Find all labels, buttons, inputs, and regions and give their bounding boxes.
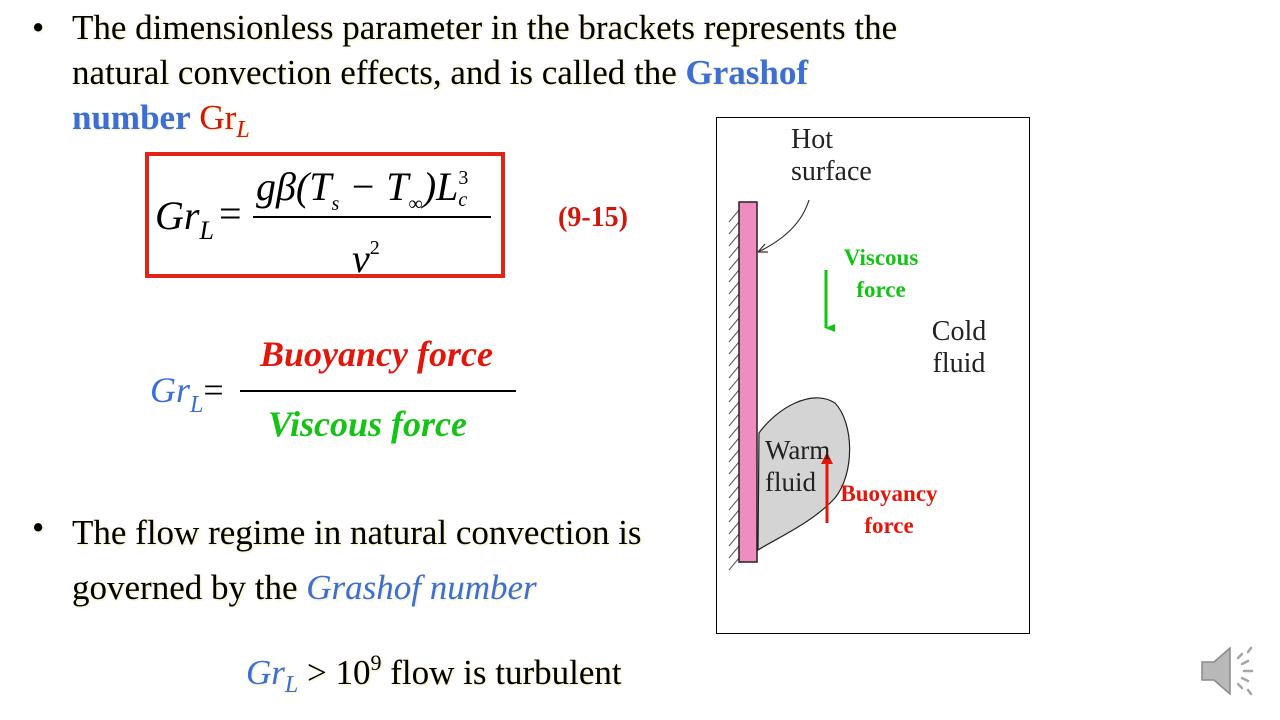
criterion-text: flow is turbulent (381, 653, 622, 692)
bullet-1-text: The dimensionless parameter in the brack… (72, 5, 1032, 153)
ratio-lhs-main: Gr (150, 370, 191, 410)
speaker-icon[interactable] (1198, 640, 1264, 702)
bullet-2-line-2: governed by the Grashof number (72, 560, 712, 615)
bullet-2-line-1: The flow regime in natural convection is (72, 513, 642, 552)
gr-symbol-sub: L (236, 117, 250, 143)
equation-lhs: GrL (155, 194, 214, 253)
buoyancy-force-label-line-2: force (864, 513, 914, 538)
ratio-lhs: GrL= (150, 370, 224, 425)
grashof-equation-box (145, 152, 505, 278)
bullet-marker-1: • (32, 8, 45, 47)
figure-drawing (728, 199, 851, 571)
equation-denominator: ν2 (352, 226, 380, 281)
hot-surface-label: Hot surface (791, 124, 872, 188)
equation-fraction-line (253, 216, 491, 218)
equation-number: (9-15) (558, 202, 628, 233)
equation-num-minus: − T (339, 164, 409, 209)
buoyancy-force-label: Buoyancy force (835, 478, 943, 542)
equation-lhs-main: Gr (155, 193, 200, 238)
bullet-1-line-2-text: natural convection effects, and is calle… (72, 53, 686, 92)
ratio-lhs-sub: L (190, 392, 204, 418)
hot-surface-pointer (757, 199, 810, 253)
equation-num-main: gβ(T (256, 164, 332, 209)
equation-num-close: )L (422, 164, 459, 209)
ratio-equals: = (203, 370, 224, 410)
gr-symbol: GrL (199, 98, 249, 143)
equation-num-inf: ∞ (408, 193, 423, 215)
bullet-2-line-2-text: governed by the (72, 568, 307, 607)
warm-fluid-label: Warm fluid (765, 434, 830, 498)
cold-fluid-label: Cold fluid (929, 316, 989, 380)
cold-fluid-label-line-2: fluid (932, 348, 986, 379)
equation-num-s: s (331, 193, 340, 215)
viscous-force-label-line-1: Viscous (843, 245, 919, 270)
cold-fluid-label-line-1: Cold (931, 316, 987, 347)
ratio-numerator: Buoyancy force (260, 334, 493, 374)
criterion-gr: GrL (246, 653, 298, 698)
ratio-denominator: Viscous force (268, 404, 468, 444)
viscous-force-label: Viscous force (833, 242, 929, 306)
number-highlight: number (72, 98, 191, 137)
gr-symbol-main: Gr (199, 98, 237, 137)
bullet-2-text: The flow regime in natural convection is… (72, 505, 712, 615)
warm-fluid-blob (757, 397, 851, 552)
hot-surface-label-line-1: Hot (791, 124, 833, 155)
viscous-force-label-line-2: force (856, 277, 906, 302)
turbulence-criterion: GrL > 109 flow is turbulent (246, 640, 622, 708)
ratio-fraction-line (240, 390, 516, 392)
equation-den-main: ν (352, 236, 370, 281)
equation-lhs-sub: L (199, 216, 214, 245)
natural-convection-figure: Hot surface Viscous force Cold fluid War… (716, 117, 1030, 634)
hot-plate (738, 201, 758, 563)
bullet-marker-2: • (32, 508, 45, 547)
hot-surface-label-line-2: surface (791, 156, 872, 187)
grashof-number-italic: Grashof number (306, 568, 537, 607)
criterion-gr-main: Gr (246, 653, 285, 692)
bullet-1-line-2: natural convection effects, and is calle… (72, 50, 1032, 95)
equation-num-sub-c: c (458, 189, 468, 211)
warm-fluid-label-line-2: fluid (765, 467, 816, 497)
grashof-highlight: Grashof (685, 53, 809, 92)
equation-num-sup: 3 (458, 167, 469, 189)
buoyancy-force-label-line-1: Buoyancy (840, 481, 938, 506)
plate-hatching (728, 209, 740, 571)
criterion-gr-sub: L (284, 672, 299, 698)
criterion-exp: 9 (370, 650, 382, 675)
equation-den-sup: 2 (369, 237, 380, 259)
bullet-1-line-3: number GrL (72, 95, 1032, 153)
bullet-1-line-1: The dimensionless parameter in the brack… (72, 8, 898, 47)
equation-equals: = (219, 191, 242, 236)
criterion-op: > 10 (298, 653, 371, 692)
warm-fluid-label-line-1: Warm (765, 435, 831, 465)
